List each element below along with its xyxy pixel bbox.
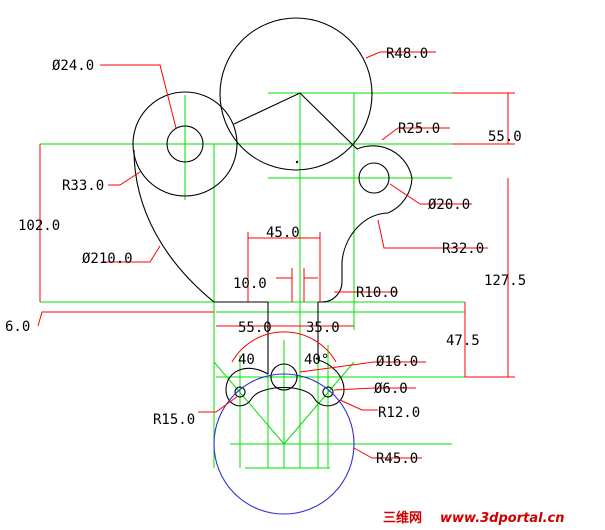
label-r33: R33.0 bbox=[62, 178, 104, 194]
circle-r48 bbox=[219, 17, 373, 171]
label-d6: Ø6.0 bbox=[374, 381, 408, 397]
leader-r48 bbox=[365, 51, 436, 59]
label-127: 127.5 bbox=[484, 273, 526, 289]
leader-r12 bbox=[339, 399, 378, 411]
label-r10: R10.0 bbox=[356, 285, 398, 301]
center-point bbox=[295, 160, 299, 164]
label-d16: Ø16.0 bbox=[376, 354, 418, 370]
circle-d6-left bbox=[234, 386, 246, 398]
circle-d16 bbox=[270, 363, 298, 391]
label-45: 45.0 bbox=[266, 225, 300, 241]
arc-angle-40 bbox=[231, 331, 337, 363]
label-r48: R48.0 bbox=[386, 46, 428, 62]
label-55v: 55.0 bbox=[488, 129, 522, 145]
watermark-site: www.3dportal.cn bbox=[440, 511, 564, 526]
label-40-left: 40 bbox=[238, 352, 255, 368]
label-r45: R45.0 bbox=[376, 451, 418, 467]
label-40-right: 40° bbox=[304, 352, 329, 368]
label-r25: R25.0 bbox=[398, 121, 440, 137]
dimension-labels: Ø24.0 R48.0 R25.0 55.0 R33.0 Ø20.0 102.0… bbox=[5, 46, 526, 467]
part-outline bbox=[132, 17, 413, 515]
circle-d6-right bbox=[322, 386, 334, 398]
label-d20: Ø20.0 bbox=[428, 197, 470, 213]
leader-r32 bbox=[377, 219, 488, 249]
label-d24: Ø24.0 bbox=[52, 58, 94, 74]
lower-arm bbox=[225, 359, 345, 407]
arc-r25 bbox=[356, 145, 413, 214]
leader-d16 bbox=[299, 361, 426, 373]
label-102: 102.0 bbox=[18, 218, 60, 234]
label-r32: R32.0 bbox=[442, 241, 484, 257]
link-lines bbox=[233, 92, 358, 150]
circle-d20 bbox=[358, 162, 390, 194]
circle-r45 bbox=[213, 373, 355, 515]
arc-d210 bbox=[133, 149, 215, 303]
label-r15: R15.0 bbox=[153, 412, 195, 428]
diag-left bbox=[213, 361, 285, 445]
leader-r33 bbox=[108, 171, 141, 186]
label-10: 10.0 bbox=[233, 276, 267, 292]
watermark: 三维网 www.3dportal.cn bbox=[383, 510, 564, 526]
watermark-chinese: 三维网 bbox=[383, 510, 422, 526]
label-6: 6.0 bbox=[5, 319, 30, 335]
label-r12: R12.0 bbox=[378, 405, 420, 421]
circle-d24 bbox=[166, 125, 204, 163]
leader-r45 bbox=[353, 447, 422, 459]
dimension-lines bbox=[37, 51, 515, 459]
leader-d6 bbox=[333, 387, 416, 391]
leader-d24 bbox=[100, 64, 177, 129]
circle-r33 bbox=[132, 91, 238, 197]
leader-d210 bbox=[102, 245, 161, 263]
leader-r25 bbox=[381, 127, 450, 141]
label-55h: 55.0 bbox=[238, 320, 272, 336]
leader-d20 bbox=[389, 183, 472, 205]
label-35h: 35.0 bbox=[306, 320, 340, 336]
leader-r15 bbox=[198, 395, 239, 413]
dimline-6 bbox=[37, 311, 214, 327]
arc-r32 bbox=[318, 212, 389, 303]
label-47: 47.5 bbox=[446, 333, 480, 349]
label-d210: Ø210.0 bbox=[82, 251, 133, 267]
